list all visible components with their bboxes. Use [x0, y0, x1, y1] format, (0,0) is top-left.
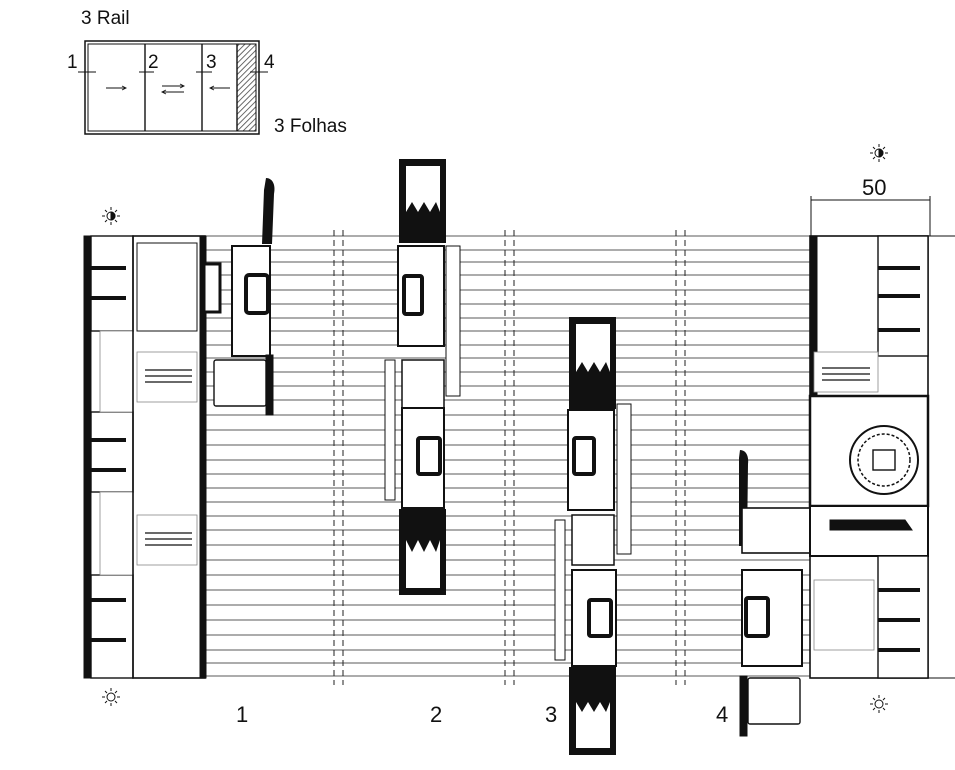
section-label-4: 4 — [716, 702, 729, 727]
frame-right — [808, 235, 955, 679]
sash-1 — [213, 178, 275, 416]
key-plan-marker-4: 4 — [264, 52, 275, 73]
section-label-1: 1 — [236, 702, 249, 727]
dimension-value: 50 — [862, 175, 887, 200]
break-lines — [333, 230, 686, 685]
key-plan-marker-2: 2 — [148, 52, 159, 73]
slide-arrow-left-icon — [208, 85, 230, 91]
key-plan — [78, 40, 268, 135]
interlock-2-3 — [554, 317, 632, 755]
key-plan-marker-3: 3 — [206, 52, 217, 73]
sun-outline-icon — [102, 688, 120, 706]
profile-lines — [205, 235, 810, 677]
sun-half-icon — [870, 144, 888, 162]
sun-outline-icon — [870, 695, 888, 713]
slide-arrow-both-icon — [160, 83, 186, 95]
leaf-count-label: 3 Folhas — [274, 116, 347, 137]
rail-count-label: 3 Rail — [81, 8, 130, 29]
frame-left — [83, 235, 222, 679]
sash-4 — [739, 450, 813, 737]
section-label-2: 2 — [430, 702, 443, 727]
key-plan-frame-outer — [84, 40, 260, 135]
section-label-3: 3 — [545, 702, 558, 727]
sun-half-icon — [102, 207, 120, 225]
slide-arrow-right-icon — [106, 85, 128, 91]
dimension-line — [810, 196, 931, 236]
interlock-1-2 — [384, 159, 461, 595]
key-plan-frame-inner — [87, 43, 257, 132]
key-plan-fixed-panel — [236, 43, 257, 132]
key-plan-marker-1: 1 — [67, 52, 78, 73]
